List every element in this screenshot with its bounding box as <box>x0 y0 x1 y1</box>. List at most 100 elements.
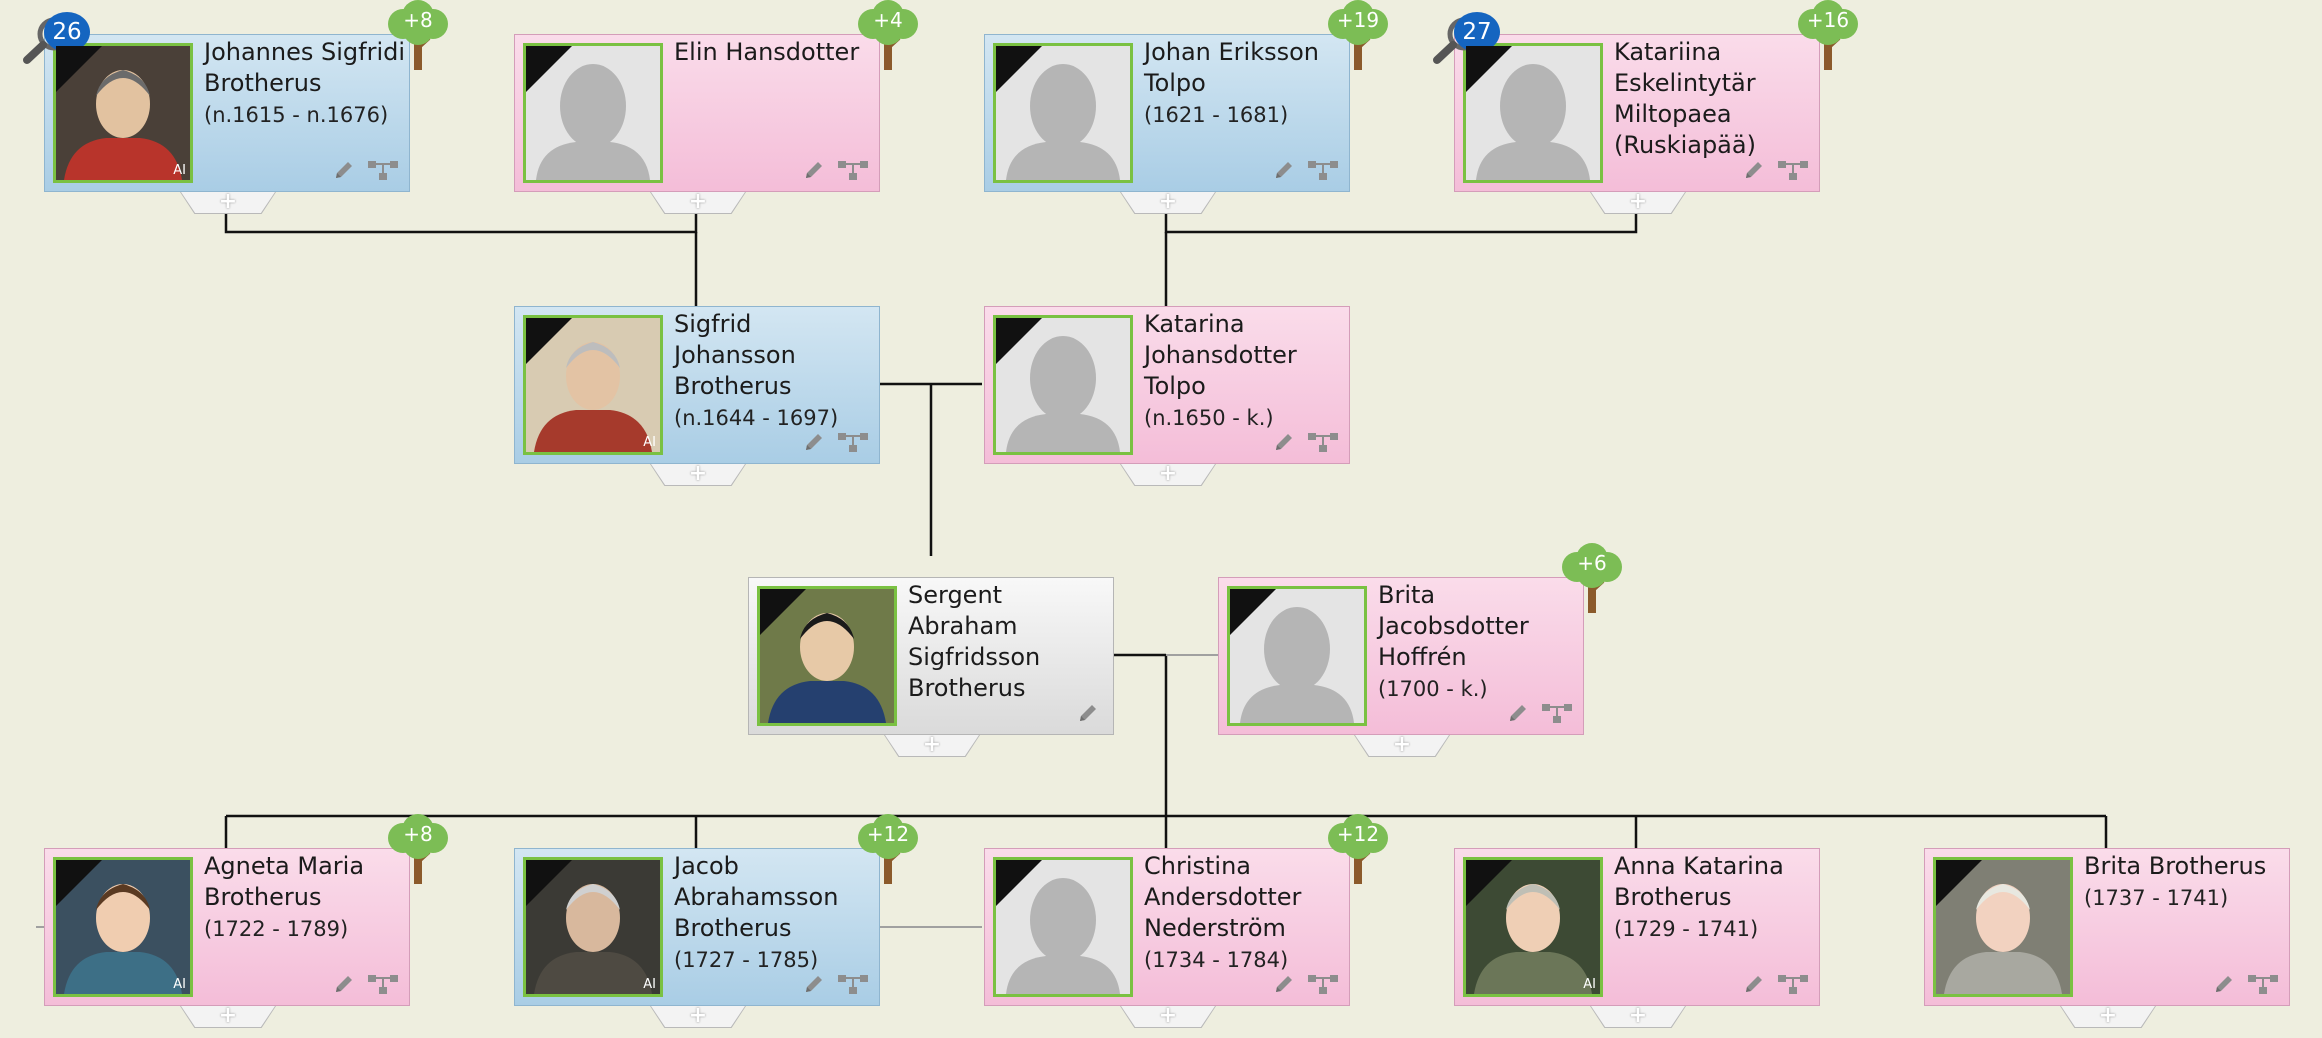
person-card[interactable]: Katarina Johansdotter Tolpo(n.1650 - k.)… <box>984 306 1350 486</box>
pencil-icon[interactable] <box>1743 973 1765 995</box>
pencil-icon[interactable] <box>1743 159 1765 181</box>
pencil-icon[interactable] <box>1273 159 1295 181</box>
pencil-icon[interactable] <box>803 159 825 181</box>
plus-icon: + <box>688 1003 708 1028</box>
pencil-icon[interactable] <box>1507 702 1529 724</box>
person-photo[interactable] <box>1227 586 1367 726</box>
ancestors-tree-badge[interactable]: +6 <box>1555 543 1629 613</box>
expand-children-tab[interactable]: + <box>1120 1006 1216 1028</box>
person-photo[interactable] <box>1933 857 2073 997</box>
pencil-icon[interactable] <box>1273 973 1295 995</box>
pencil-icon[interactable] <box>2213 973 2235 995</box>
person-name-text: Jacob Abrahamsson Brotherus <box>674 852 839 942</box>
pencil-icon[interactable] <box>803 973 825 995</box>
parents-connector-2 <box>1164 212 1638 234</box>
ancestors-tree-badge[interactable]: +12 <box>851 814 925 884</box>
expand-children-tab[interactable]: + <box>1354 735 1450 757</box>
family-tree-icon[interactable] <box>2247 973 2279 995</box>
person-photo[interactable] <box>993 43 1133 183</box>
ancestors-tree-badge[interactable]: +16 <box>1791 0 1865 70</box>
person-name-text: Sigfrid Johansson Brotherus <box>674 310 796 400</box>
expand-children-tab[interactable]: + <box>1590 1006 1686 1028</box>
family-tree-icon[interactable] <box>1307 973 1339 995</box>
ancestors-tree-badge[interactable]: +8 <box>381 814 455 884</box>
ancestors-tree-badge[interactable]: +8 <box>381 0 455 70</box>
person-name: Anna Katarina Brotherus(1729 - 1741) <box>1614 851 1818 945</box>
tree-badge-count: +4 <box>873 8 903 32</box>
tree-badge-count: +19 <box>1336 8 1380 32</box>
pencil-icon[interactable] <box>333 973 355 995</box>
person-photo[interactable] <box>523 43 663 183</box>
expand-children-tab[interactable]: + <box>1120 464 1216 486</box>
expand-children-tab[interactable]: + <box>650 1006 746 1028</box>
family-tree-icon[interactable] <box>1777 159 1809 181</box>
person-photo[interactable] <box>993 857 1133 997</box>
person-photo[interactable] <box>1463 43 1603 183</box>
search-match-badge[interactable]: 27 <box>1432 6 1508 66</box>
person-card[interactable]: Brita Brotherus(1737 - 1741)+ <box>1924 848 2290 1028</box>
pencil-icon[interactable] <box>1077 702 1099 724</box>
person-name-text: Agneta Maria Brotherus <box>204 852 365 911</box>
family-tree-icon[interactable] <box>837 973 869 995</box>
plus-icon: + <box>1158 189 1178 214</box>
person-photo[interactable]: AI <box>523 315 663 455</box>
expand-children-tab[interactable]: + <box>2060 1006 2156 1028</box>
tree-icon <box>388 0 448 70</box>
family-tree-icon[interactable] <box>1307 159 1339 181</box>
plus-icon: + <box>218 189 238 214</box>
expand-children-tab[interactable]: + <box>650 464 746 486</box>
person-photo[interactable]: AI <box>1463 857 1603 997</box>
pencil-icon[interactable] <box>1273 431 1295 453</box>
expand-children-tab[interactable]: + <box>1590 192 1686 214</box>
family-tree-icon[interactable] <box>1541 702 1573 724</box>
expand-children-tab[interactable]: + <box>1120 192 1216 214</box>
person-photo[interactable] <box>757 586 897 726</box>
family-tree-icon[interactable] <box>837 159 869 181</box>
ancestors-tree-badge[interactable]: +4 <box>851 0 925 70</box>
pencil-icon[interactable] <box>803 431 825 453</box>
person-card[interactable]: Christina Andersdotter Nederström(1734 -… <box>984 848 1350 1028</box>
ancestors-tree-badge[interactable]: +12 <box>1321 814 1395 884</box>
person-card[interactable]: Elin Hansdotter+ <box>514 34 880 214</box>
search-match-badge[interactable]: 26 <box>22 6 98 66</box>
ancestors-tree-badge[interactable]: +19 <box>1321 0 1395 70</box>
person-name: Johannes Sigfridi Brotherus(n.1615 - n.1… <box>204 37 408 131</box>
expand-children-tab[interactable]: + <box>650 192 746 214</box>
pencil-icon[interactable] <box>333 159 355 181</box>
family-tree-icon[interactable] <box>367 159 399 181</box>
person-name-text: Brita Brotherus <box>2084 852 2267 880</box>
person-photo[interactable]: AI <box>53 43 193 183</box>
person-card[interactable]: Katariina Eskelintytär Miltopaea (Ruskia… <box>1454 34 1820 214</box>
expand-children-tab[interactable]: + <box>884 735 980 757</box>
person-name: Katarina Johansdotter Tolpo(n.1650 - k.) <box>1144 309 1348 434</box>
person-name-text: Anna Katarina Brotherus <box>1614 852 1784 911</box>
deceased-ribbon <box>526 46 572 92</box>
family-tree-icon[interactable] <box>367 973 399 995</box>
family-tree-icon[interactable] <box>837 431 869 453</box>
tree-icon <box>1798 0 1858 70</box>
person-card[interactable]: Sergent Abraham Sigfridsson Brotherus + <box>748 577 1114 757</box>
person-photo[interactable]: AI <box>523 857 663 997</box>
person-card[interactable]: Johan Eriksson Tolpo(1621 - 1681)+ <box>984 34 1350 214</box>
tree-badge-count: +12 <box>1336 822 1380 846</box>
expand-children-tab[interactable]: + <box>180 1006 276 1028</box>
person-photo[interactable] <box>993 315 1133 455</box>
person-name-text: Christina Andersdotter Nederström <box>1144 852 1302 942</box>
tree-badge-count: +16 <box>1806 8 1850 32</box>
person-photo[interactable]: AI <box>53 857 193 997</box>
person-dates: (n.1615 - n.1676) <box>204 103 389 127</box>
family-tree-icon[interactable] <box>1307 431 1339 453</box>
expand-children-tab[interactable]: + <box>180 192 276 214</box>
family-tree-icon[interactable] <box>1777 973 1809 995</box>
person-name: Agneta Maria Brotherus(1722 - 1789) <box>204 851 408 945</box>
person-card[interactable]: Brita Jacobsdotter Hoffrén(1700 - k.)+ <box>1218 577 1584 757</box>
person-name-text: Sergent Abraham Sigfridsson Brotherus <box>908 581 1041 702</box>
search-badge-number: 26 <box>44 12 90 52</box>
